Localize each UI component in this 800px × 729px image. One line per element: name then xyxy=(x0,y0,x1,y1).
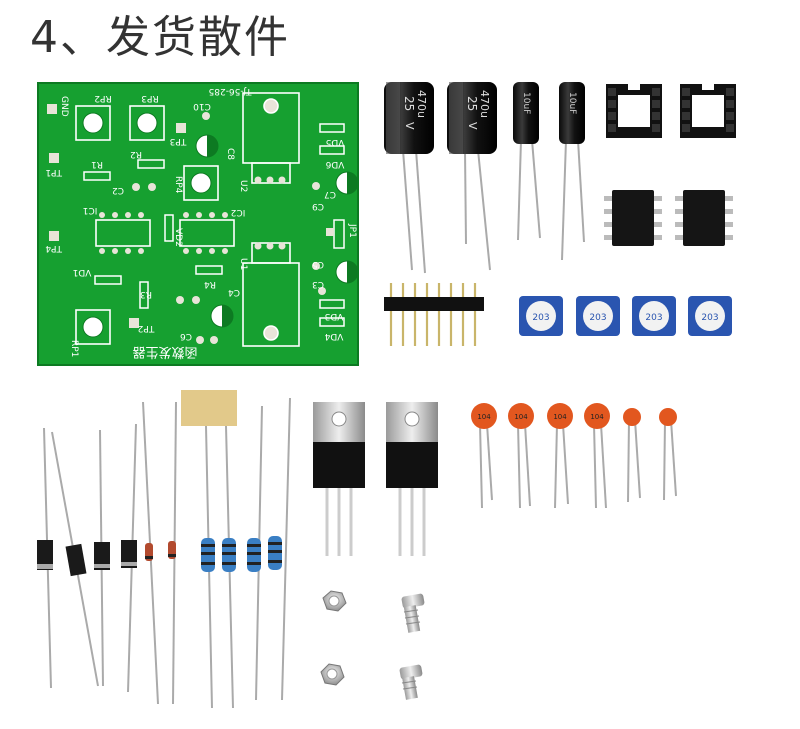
capacitor-470uf-2-text-c: V xyxy=(466,122,479,130)
resistors xyxy=(181,390,291,709)
pcb-label-gnd: GND xyxy=(59,96,69,117)
dip8-ic-2 xyxy=(675,190,733,246)
ic-sockets xyxy=(606,84,736,138)
regulator-1 xyxy=(313,402,365,556)
capacitor-470uf-1-text-b: 25 xyxy=(402,96,416,111)
pcb-ic2-outline xyxy=(179,219,235,247)
capacitor-470uf-2: 470u 25 V xyxy=(447,82,497,271)
pcb-label-c5: C5 xyxy=(312,259,324,269)
capacitor-10uf-1: 10uF xyxy=(513,82,541,241)
trimmer-pot-2: 203 xyxy=(576,296,620,336)
pcb-label-r1: R1 xyxy=(91,159,103,169)
pcb-label-vd2: VD2 xyxy=(173,228,183,247)
ceramic-cap-3: 104 xyxy=(547,403,573,429)
dip8-ic-1 xyxy=(604,190,662,246)
pcb-label-c6: C6 xyxy=(180,331,192,341)
pcb-label-vd3: VD3 xyxy=(325,311,344,321)
pcb-label-vd6: VD6 xyxy=(325,159,344,169)
pcb-label-vd1: VD1 xyxy=(73,267,92,277)
ceramic-cap-3-code: 104 xyxy=(553,413,567,421)
ceramic-cap-4-code: 104 xyxy=(590,413,604,421)
capacitor-470uf-1-text-a: 470u xyxy=(415,90,428,118)
pcb-label-tp3: TP3 xyxy=(170,136,188,146)
pcb-label-c9: C9 xyxy=(312,201,324,211)
pcb-label-rp4: RP4 xyxy=(173,176,183,194)
capacitor-10uf-2-text: 10uF xyxy=(567,92,577,114)
trimmer-pot-4: 203 xyxy=(688,296,732,336)
trimmer-pot-1: 203 xyxy=(519,296,563,336)
pcb-label-vd5: VD5 xyxy=(326,137,345,147)
capacitor-470uf-1-text-c: V xyxy=(403,122,416,130)
ic-socket-1 xyxy=(606,84,662,138)
ic-socket-2 xyxy=(680,84,736,138)
hardware xyxy=(320,590,425,700)
trimmer-pot-1-code: 203 xyxy=(532,313,549,323)
pcb-label-ic2: IC2 xyxy=(231,207,246,217)
diode-3 xyxy=(94,542,110,570)
capacitor-10uf-1-text: 10uF xyxy=(521,92,531,114)
ceramic-capacitors: 104 104 104 104 xyxy=(471,403,677,509)
diode-2 xyxy=(65,543,87,577)
trimmer-pot-4-code: 203 xyxy=(701,313,718,323)
pcb-label-r2: R2 xyxy=(130,149,142,159)
pcb-label-u2: U2 xyxy=(238,180,248,192)
electrolytic-capacitors: 470u 25 V 470u 25 V 10uF 10uF xyxy=(384,82,585,274)
capacitor-470uf-1: 470u 25 V xyxy=(384,82,434,274)
pcb-board: TJ-56-285 GND RP2 RP3 C10 TP3 C8 TP1 R1 … xyxy=(37,82,359,366)
pcb-label-c3: C3 xyxy=(312,279,324,289)
pcb-label-c2: C2 xyxy=(112,185,124,195)
pcb-label-c7: C7 xyxy=(324,189,336,199)
pcb-label-top-code: TJ-56-285 xyxy=(209,86,253,96)
capacitor-470uf-2-text-b: 25 xyxy=(465,96,479,111)
ceramic-cap-2-code: 104 xyxy=(514,413,528,421)
pcb-label-vd4: VD4 xyxy=(324,331,343,341)
pcb-label-r3: R3 xyxy=(140,289,152,299)
pcb-label-board-name: 函数发生器 xyxy=(132,344,197,360)
pin-header xyxy=(384,283,484,346)
pcb-ic1-outline xyxy=(95,219,151,247)
ceramic-cap-6 xyxy=(659,408,677,426)
pcb-label-rp3: RP3 xyxy=(141,93,158,103)
ceramic-cap-1: 104 xyxy=(471,403,497,429)
pcb-label-tp1: TP1 xyxy=(45,167,63,177)
pcb-label-r4: R4 xyxy=(204,279,216,289)
voltage-regulators xyxy=(313,402,438,556)
dip8-ics xyxy=(604,190,733,246)
capacitor-470uf-2-text-a: 470u xyxy=(478,90,491,118)
page-title: 4、发货散件 xyxy=(30,12,290,63)
capacitor-10uf-2: 10uF xyxy=(559,82,585,261)
screw-1 xyxy=(401,593,425,633)
trimmer-pot-2-code: 203 xyxy=(589,313,606,323)
diodes xyxy=(37,401,177,705)
pcb-label-ic1: IC1 xyxy=(83,205,98,215)
hex-nut-2 xyxy=(320,663,345,686)
pcb-label-rp2: RP2 xyxy=(94,93,111,103)
trimmer-potentiometers: 203 203 203 203 xyxy=(519,296,732,336)
regulator-2 xyxy=(386,402,438,556)
hex-nut-1 xyxy=(322,590,347,612)
screw-2 xyxy=(399,664,423,700)
pcb-label-tp2: TP2 xyxy=(138,323,156,333)
diode-4 xyxy=(121,540,137,568)
pcb-label-jp1: JP1 xyxy=(347,223,357,238)
ceramic-cap-2: 104 xyxy=(508,403,534,429)
pcb-label-c10: C10 xyxy=(193,101,211,111)
pcb-label-tp4: TP4 xyxy=(45,243,63,253)
trimmer-pot-3: 203 xyxy=(632,296,676,336)
ceramic-cap-1-code: 104 xyxy=(477,413,491,421)
diode-1 xyxy=(37,540,53,570)
ceramic-cap-4: 104 xyxy=(584,403,610,429)
pcb-label-u1: U1 xyxy=(238,258,248,270)
ceramic-cap-5 xyxy=(623,408,641,426)
pcb-label-c4: C4 xyxy=(228,287,240,297)
pcb-label-c8: C8 xyxy=(225,148,235,160)
pcb-label-rp1: RP1 xyxy=(69,340,79,357)
trimmer-pot-3-code: 203 xyxy=(645,313,662,323)
